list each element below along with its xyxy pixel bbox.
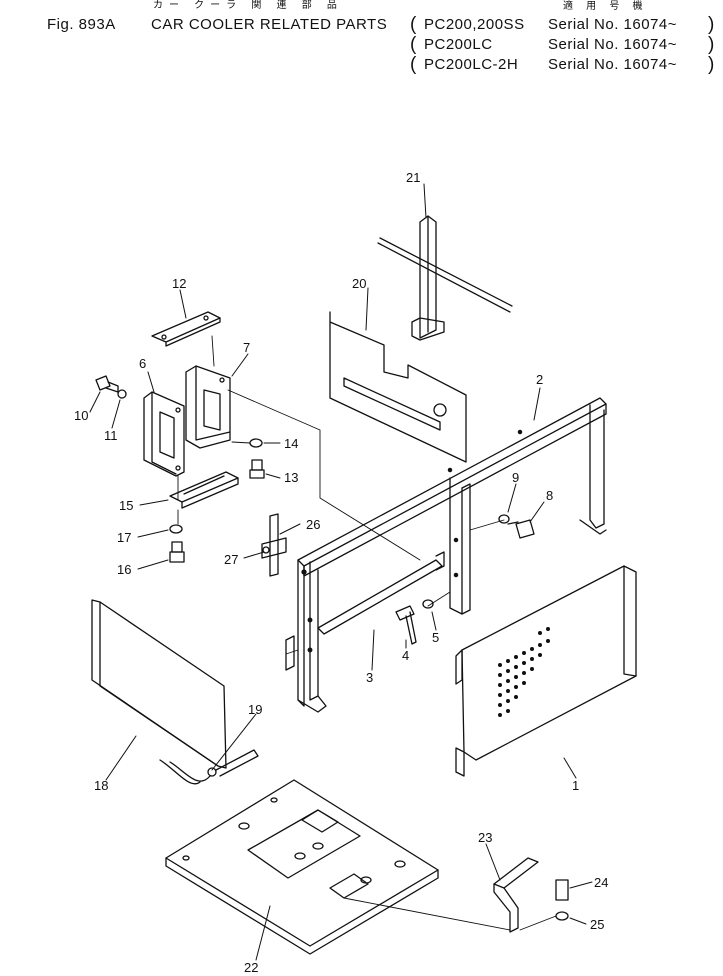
part-1-cover bbox=[455, 565, 637, 777]
label-part-13: 13 bbox=[284, 470, 298, 485]
part-22-floor-plate bbox=[165, 779, 439, 955]
part-4-5-bolt bbox=[395, 599, 434, 645]
assembly-lines bbox=[177, 335, 557, 931]
part-15-plate bbox=[169, 471, 239, 509]
label-part-15: 15 bbox=[119, 498, 133, 513]
label-part-18: 18 bbox=[94, 778, 108, 793]
label-part-9: 9 bbox=[512, 470, 519, 485]
part-13-14-bolt bbox=[249, 438, 265, 479]
label-part-16: 16 bbox=[117, 562, 131, 577]
figure-title: CAR COOLER RELATED PARTS bbox=[151, 16, 388, 33]
part-16-17-bolt bbox=[169, 524, 185, 563]
label-part-19: 19 bbox=[248, 702, 262, 717]
label-part-12: 12 bbox=[172, 276, 186, 291]
label-part-2: 2 bbox=[536, 372, 543, 387]
label-part-23: 23 bbox=[478, 830, 492, 845]
label-part-1: 1 bbox=[572, 778, 579, 793]
model-bracket-2-close: ) bbox=[708, 34, 715, 55]
label-part-25: 25 bbox=[590, 917, 604, 932]
model-bracket-1: ( bbox=[410, 14, 417, 35]
part-6-bracket bbox=[143, 391, 185, 477]
label-part-7: 7 bbox=[243, 340, 250, 355]
title-japanese: カー クーラ 関 連 部 品 bbox=[153, 0, 343, 11]
label-part-26: 26 bbox=[306, 517, 320, 532]
part-2-frame bbox=[285, 397, 607, 713]
serial-1: Serial No. 16074~ bbox=[548, 16, 677, 33]
model-bracket-1-close: ) bbox=[708, 14, 715, 35]
part-3-bar bbox=[317, 551, 445, 635]
label-part-22: 22 bbox=[244, 960, 258, 975]
label-part-10: 10 bbox=[74, 408, 88, 423]
part-10-11-bolt bbox=[95, 375, 127, 399]
serial-3: Serial No. 16074~ bbox=[548, 56, 677, 73]
part-12-plate bbox=[151, 311, 221, 347]
label-part-17: 17 bbox=[117, 530, 131, 545]
part-7-bracket bbox=[185, 365, 231, 449]
part-labels: 1 2 3 4 5 6 7 8 9 10 11 12 13 14 15 16 1… bbox=[74, 170, 608, 975]
figure-number: Fig. 893A bbox=[47, 16, 116, 33]
leader-lines bbox=[89, 183, 593, 961]
label-part-27: 27 bbox=[224, 552, 238, 567]
label-part-4: 4 bbox=[402, 648, 409, 663]
model-2: PC200LC bbox=[424, 36, 493, 53]
label-part-11: 11 bbox=[104, 428, 118, 443]
model-bracket-2: ( bbox=[410, 34, 417, 55]
part-18-panel bbox=[91, 599, 259, 785]
label-part-3: 3 bbox=[366, 670, 373, 685]
model-bracket-3-close: ) bbox=[708, 54, 715, 75]
label-part-6: 6 bbox=[139, 356, 146, 371]
part-23-bracket bbox=[493, 857, 539, 933]
part-8-9-bolt bbox=[498, 514, 535, 539]
label-part-24: 24 bbox=[594, 875, 608, 890]
serial-2: Serial No. 16074~ bbox=[548, 36, 677, 53]
model-bracket-3: ( bbox=[410, 54, 417, 75]
label-part-20: 20 bbox=[352, 276, 366, 291]
model-1: PC200,200SS bbox=[424, 16, 525, 33]
model-3: PC200LC-2H bbox=[424, 56, 519, 73]
applicable-japanese: 適 用 号 機 bbox=[563, 1, 648, 12]
part-24-25-bolt bbox=[555, 879, 569, 921]
part-21-bracket bbox=[377, 215, 513, 341]
label-part-14: 14 bbox=[284, 436, 298, 451]
label-part-21: 21 bbox=[406, 170, 420, 185]
part-26-27-clamp bbox=[261, 513, 287, 577]
label-part-5: 5 bbox=[432, 630, 439, 645]
part-20-panel bbox=[329, 311, 467, 463]
label-part-8: 8 bbox=[546, 488, 553, 503]
